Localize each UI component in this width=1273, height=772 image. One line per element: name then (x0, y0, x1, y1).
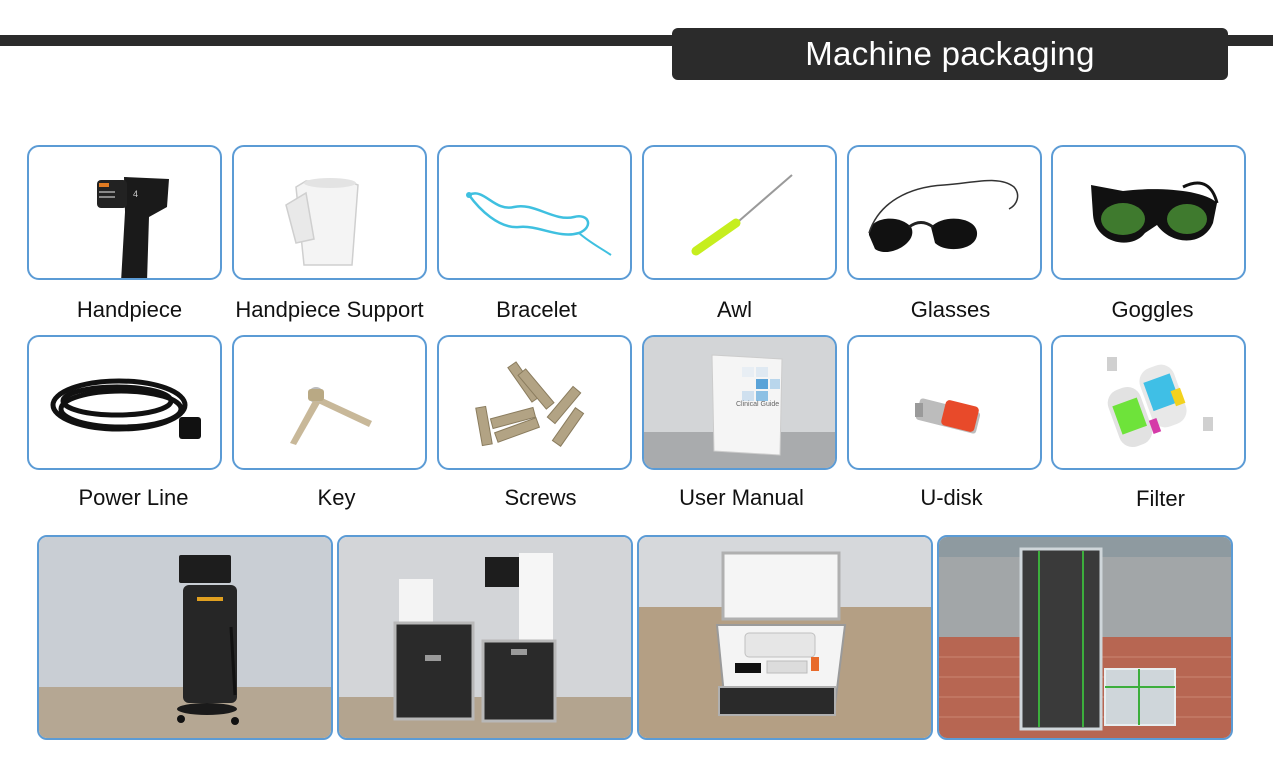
item-label: User Manual (679, 485, 804, 510)
item-card-u-disk (847, 335, 1042, 470)
item-label: Handpiece Support (235, 297, 424, 322)
wrapped-cases-outdoor-image (939, 537, 1231, 738)
machine-standing-photo (37, 535, 333, 740)
item-card-goggles (1051, 145, 1246, 280)
item-card-glasses (847, 145, 1042, 280)
open-accessory-case-image (639, 537, 931, 738)
item-card-power-line (27, 335, 222, 470)
item-label: Bracelet (496, 297, 577, 322)
handpiece-icon: 4 (97, 177, 169, 278)
open-accessory-case-photo (637, 535, 933, 740)
handpiece-support-icon (285, 178, 359, 266)
item-label: Key (317, 485, 356, 510)
item-label: Glasses (910, 297, 991, 322)
item-card-key (232, 335, 427, 470)
item-card-filter (1051, 335, 1246, 470)
svg-text:4: 4 (133, 189, 138, 199)
screws-icon (475, 361, 585, 447)
awl-icon (691, 174, 793, 256)
machine-with-case-image (339, 537, 631, 738)
item-card-user-manual: Clinical Guide (642, 335, 837, 470)
item-card-awl (642, 145, 837, 280)
power-line-icon (50, 378, 201, 439)
manual-cover-text: Clinical Guide (736, 401, 780, 408)
item-label: Filter (1136, 486, 1185, 511)
item-card-handpiece-support (232, 145, 427, 280)
item-label: Handpiece (76, 297, 183, 322)
item-label: Power Line (78, 485, 189, 510)
item-card-handpiece: 4 (27, 145, 222, 280)
item-label: Screws (504, 485, 577, 510)
machine-with-case-photo (337, 535, 633, 740)
item-label: Awl (716, 297, 753, 322)
user-manual-icon (644, 337, 835, 468)
item-card-bracelet (437, 145, 632, 280)
item-card-screws (437, 335, 632, 470)
title-badge: Machine packaging (672, 28, 1228, 80)
key-icon (290, 387, 372, 445)
wrapped-cases-outdoor-photo (937, 535, 1233, 740)
u-disk-icon (915, 398, 981, 434)
page-title: Machine packaging (805, 35, 1095, 72)
machine-standing-image (39, 537, 331, 738)
item-label: U-disk (920, 485, 983, 510)
item-label: Goggles (1111, 297, 1194, 322)
bracelet-icon (466, 192, 612, 256)
glasses-icon (868, 179, 1019, 252)
goggles-icon (1091, 181, 1219, 243)
filter-icon (1107, 357, 1213, 448)
header-rule (0, 35, 1273, 46)
